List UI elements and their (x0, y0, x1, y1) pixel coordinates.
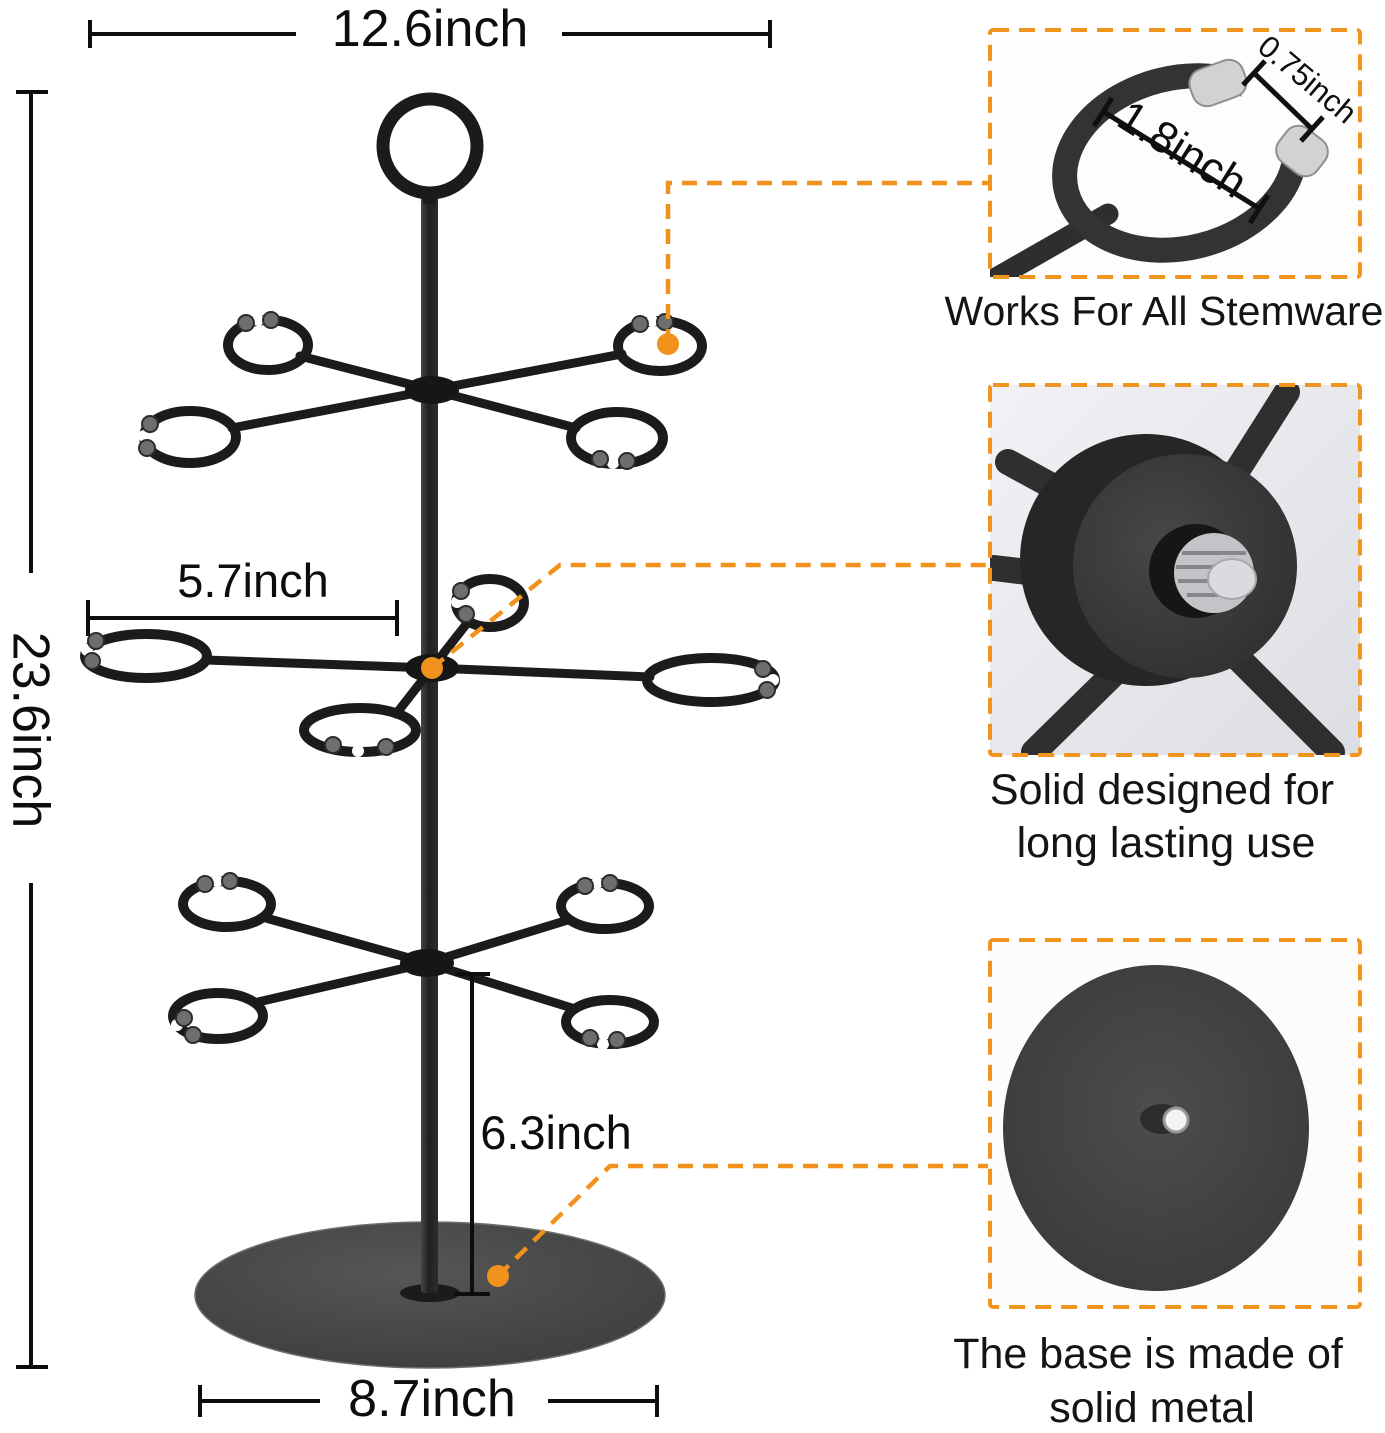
dimension-lines (16, 20, 772, 1417)
tier-3-arms (168, 872, 659, 1050)
callout-box-base (988, 938, 1362, 1309)
base-caption-line1: The base is made of (953, 1330, 1343, 1378)
hub-marker-dot (421, 657, 443, 679)
base-caption-line2: solid metal (1049, 1384, 1255, 1432)
callout-borders (988, 28, 1362, 1309)
callout-connectors (421, 180, 988, 1287)
dim-pole-to-base-label: 6.3inch (480, 1106, 632, 1159)
dim-total-height-label: 23.6inch (1, 631, 60, 829)
base-photo (990, 940, 1360, 1307)
dim-base-width-label: 8.7inch (348, 1370, 516, 1428)
dim-arm-span-label: 5.7inch (177, 554, 329, 607)
hook-caption: Works For All Stemware (944, 288, 1384, 334)
tier-1-arms (138, 311, 707, 470)
dim-top-width-label: 12.6inch (331, 0, 529, 58)
hook-marker-dot (657, 333, 679, 355)
base-marker-dot (487, 1265, 509, 1287)
top-ring (376, 92, 484, 204)
hub-caption-line2: long lasting use (1016, 819, 1316, 867)
callout-box-hub (988, 383, 1362, 757)
center-pole (421, 192, 438, 1293)
hub-photo (990, 385, 1360, 755)
callout-box-hook (988, 28, 1362, 279)
hook-photo (990, 30, 1360, 277)
hub-caption-line1: Solid designed for (989, 766, 1335, 814)
